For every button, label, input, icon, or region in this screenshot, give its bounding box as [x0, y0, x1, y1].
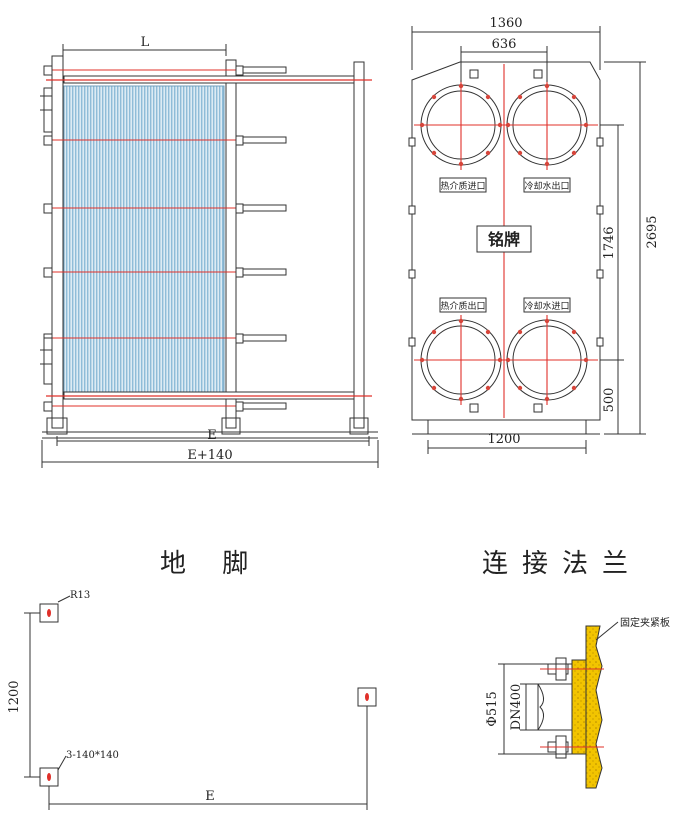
support-column-foot [349, 417, 369, 435]
dim-L-label: L [141, 35, 150, 50]
label-box-br [523, 297, 571, 313]
dim-1200-label: 1200 [487, 432, 520, 447]
dim-foot-height-label: 1200 [7, 680, 22, 713]
dim-E-label: E [207, 428, 217, 443]
frame-bolt-slots [408, 69, 604, 413]
port-tl-label: 热介质进口 [440, 180, 485, 192]
foot-radius-label: R13 [70, 590, 90, 601]
dim-1746-label: 1746 [602, 226, 617, 259]
plate-pack [63, 85, 225, 399]
side-view [40, 44, 379, 468]
plate-label: 固定夹紧板 [620, 616, 670, 629]
tie-bolts [43, 65, 287, 412]
label-box-tr [523, 177, 571, 193]
dim-1360-label: 1360 [489, 16, 522, 31]
dn400-label: DN400 [509, 684, 524, 731]
fixed-frame-plate [51, 55, 64, 429]
plate-leader-line [595, 621, 619, 641]
dim-E140-label: E+140 [187, 448, 232, 463]
flange-ring-section [571, 659, 587, 755]
pipe-bore [537, 683, 573, 731]
label-box-tl [439, 177, 487, 193]
foot-title: 地 脚 [160, 549, 262, 579]
dim-636-label: 636 [492, 37, 517, 52]
label-box-bl [439, 297, 487, 313]
dim-2695-label: 2695 [645, 215, 660, 248]
phi515-label: Φ515 [485, 691, 500, 726]
front-view [408, 26, 646, 454]
nameplate-label: 铭牌 [488, 230, 520, 249]
port-br-label: 冷却水进口 [524, 300, 569, 312]
clamp-plate-section [585, 625, 603, 789]
dim-foot-E-label: E [205, 789, 215, 804]
port-bl-label: 热介质出口 [440, 300, 485, 312]
flange-center-lines [540, 668, 604, 748]
nameplate-box [476, 225, 532, 253]
pressure-plate-foot [221, 417, 241, 435]
foot-bolt-holes [47, 609, 369, 781]
support-column [353, 61, 365, 429]
side-nozzles [40, 87, 53, 385]
flange-title: 连接法兰 [482, 549, 642, 579]
port-bolt-rings [419, 83, 589, 402]
foot-layout [24, 595, 377, 810]
pressure-plate [225, 59, 237, 429]
port-tr-label: 冷却水出口 [524, 180, 569, 192]
dim-500-label: 500 [602, 388, 617, 413]
fixed-frame-foot [46, 417, 68, 435]
foot-pad-spec-label: 3-140*140 [66, 750, 119, 761]
